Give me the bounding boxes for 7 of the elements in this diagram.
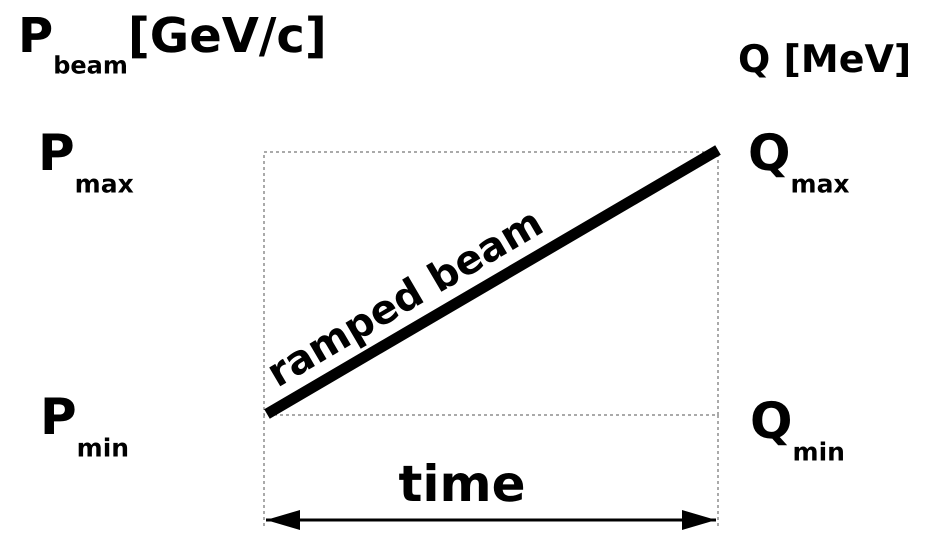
axis-title: Q [MeV] — [738, 40, 912, 78]
tick-label: P$_{max}$ — [38, 128, 134, 196]
axis-title: P$_{beam}$[GeV/c] — [18, 12, 327, 78]
tick-label: Q$_{min}$ — [750, 396, 845, 464]
tick-label: Q$_{max}$ — [748, 128, 850, 196]
axis-title: time — [398, 459, 526, 509]
tick-label: P$_{min}$ — [40, 392, 130, 460]
